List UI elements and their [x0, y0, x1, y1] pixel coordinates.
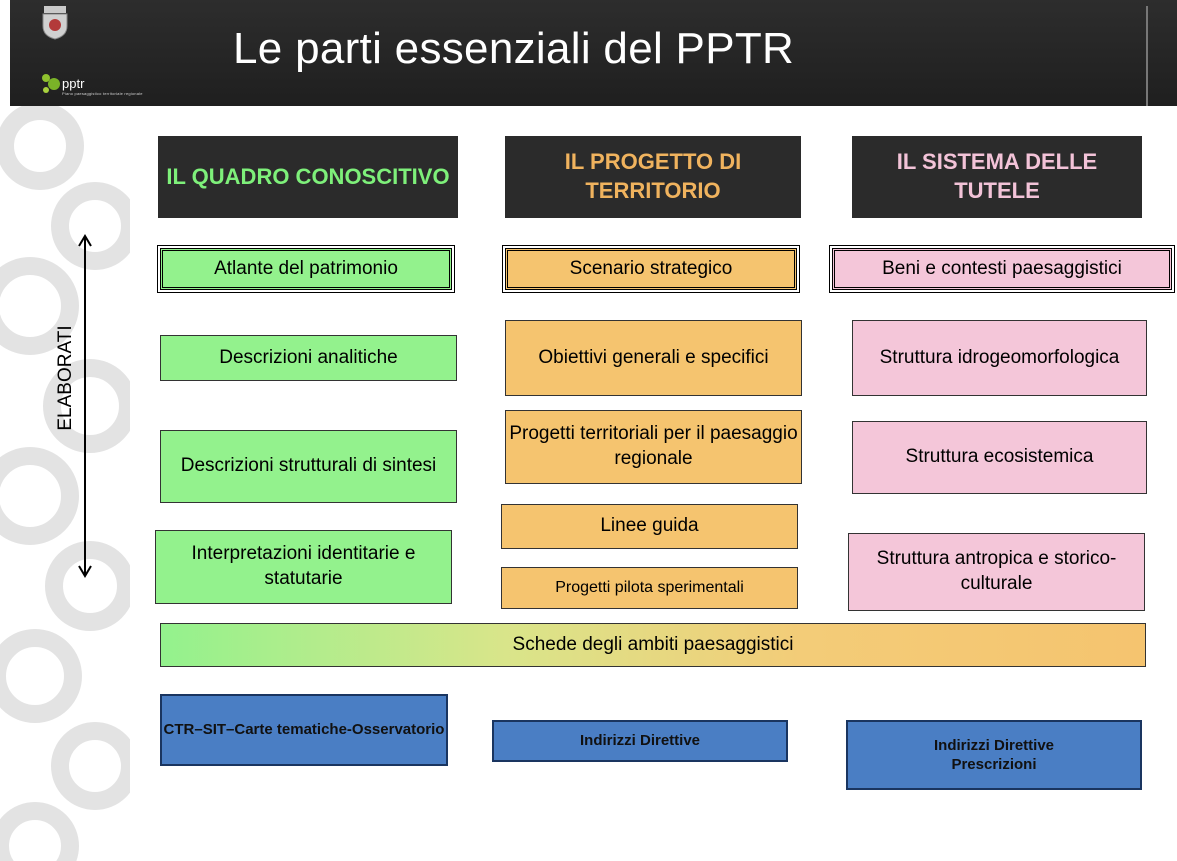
title-bar	[10, 0, 1177, 106]
box-atlante-patrimonio: Atlante del patrimonio	[157, 245, 455, 293]
box-progetti-pilota: Progetti pilota sperimentali	[501, 567, 798, 609]
elaborati-double-arrow	[78, 234, 92, 578]
header-divider	[1146, 6, 1148, 106]
pptr-logo-icon	[42, 74, 60, 93]
box-scenario-strategico: Scenario strategico	[502, 245, 800, 293]
box-interpretazioni-identitarie: Interpretazioni identitarie e statutarie	[155, 530, 452, 604]
header-quadro-conoscitivo: IL QUADRO CONOSCITIVO	[158, 136, 458, 218]
schede-ambiti-bar: Schede degli ambiti paesaggistici	[160, 623, 1146, 667]
background-pattern	[0, 106, 130, 861]
coat-of-arms-icon	[42, 6, 68, 40]
header-sistema-tutele: IL SISTEMA DELLE TUTELE	[852, 136, 1142, 218]
footer-indirizzi-prescrizioni: Indirizzi Direttive Prescrizioni	[846, 720, 1142, 790]
box-obiettivi: Obiettivi generali e specifici	[505, 320, 802, 396]
header-progetto-territorio: IL PROGETTO DI TERRITORIO	[505, 136, 801, 218]
box-struttura-antropica: Struttura antropica e storico-culturale	[848, 533, 1145, 611]
page-title: Le parti essenziali del PPTR	[233, 24, 795, 73]
box-descrizioni-analitiche: Descrizioni analitiche	[160, 335, 457, 381]
box-beni-contesti: Beni e contesti paesaggistici	[829, 245, 1175, 293]
box-struttura-idrogeomorfologica: Struttura idrogeomorfologica	[852, 320, 1147, 396]
box-progetti-territoriali: Progetti territoriali per il paesaggio r…	[505, 410, 802, 484]
elaborati-axis-label: ELABORATI	[55, 325, 76, 431]
logo-text: pptr	[62, 76, 85, 91]
footer-indirizzi-direttive: Indirizzi Direttive	[492, 720, 788, 762]
box-descrizioni-strutturali: Descrizioni strutturali di sintesi	[160, 430, 457, 503]
footer-ctr-sit: CTR–SIT–Carte tematiche-Osservatorio	[160, 694, 448, 766]
logo-subtitle: Piano paesaggistico territoriale regiona…	[62, 91, 143, 96]
box-linee-guida: Linee guida	[501, 504, 798, 549]
box-struttura-ecosistemica: Struttura ecosistemica	[852, 421, 1147, 494]
